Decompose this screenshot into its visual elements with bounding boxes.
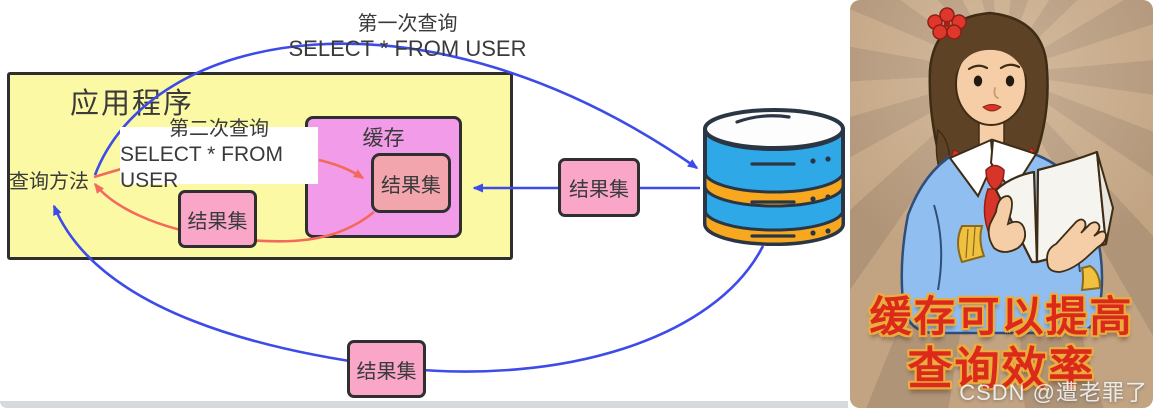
cuff-left: [957, 225, 986, 264]
database-icon: [703, 108, 845, 246]
cuff-left-ribs: [965, 226, 976, 259]
cache-result-set-box: 结果集: [371, 153, 451, 213]
first-query-line2: SELECT * FROM USER: [288, 36, 527, 61]
second-query-line1: 第二次查询: [169, 117, 269, 140]
poster-panel: 缓存可以提高 查询效率 CSDN @遭老罪了: [850, 0, 1153, 408]
bottom-result-set-label: 结果集: [356, 360, 417, 383]
cuff-right: [1080, 264, 1102, 292]
girl-bangs: [955, 36, 1027, 76]
jacket-fold-left: [933, 204, 943, 291]
second-query-box: 第二次查询 SELECT * FROM USER: [120, 118, 318, 192]
scarf-knot: [985, 164, 1005, 191]
app-result-set-box: 结果集: [178, 190, 257, 248]
girl-eye-right: [1005, 75, 1015, 87]
book-left-page: [994, 170, 1039, 264]
girl-eyebrow-left: [967, 64, 989, 71]
hand-left: [987, 195, 1027, 253]
poster-caption-line2: 查询效率: [907, 342, 1096, 394]
middle-result-set-label: 结果集: [569, 179, 629, 201]
girl-lips: [982, 104, 1002, 112]
application-title: 应用程序: [70, 88, 195, 120]
middle-result-set-box: 结果集: [558, 158, 640, 217]
query-method-label: 查询方法: [9, 171, 89, 193]
hand-right: [1046, 218, 1107, 273]
second-query-arrow: [318, 158, 365, 180]
book-back-cover: [1096, 151, 1115, 245]
csdn-watermark: CSDN @遭老罪了: [959, 380, 1148, 405]
first-query-arrow: [93, 42, 699, 176]
girl-nose: [993, 87, 999, 99]
second-query-line2: SELECT * FROM USER: [120, 142, 283, 192]
bottom-result-set-box: 结果集: [347, 340, 426, 398]
app-result-set-label: 结果集: [187, 210, 248, 233]
hair-flower-icon: [927, 7, 967, 40]
poster-caption-line1: 缓存可以提高: [869, 293, 1134, 340]
first-query-line1: 第一次查询: [357, 13, 458, 35]
second-query-line: [93, 167, 122, 179]
poster-illustration-girl-reading: [900, 7, 1115, 335]
girl-eye-left: [973, 75, 983, 87]
window-bottom-edge: [0, 401, 848, 408]
cache-title: 缓存: [362, 127, 405, 150]
girl-eyebrow-right: [999, 63, 1021, 70]
poster-caption: 缓存可以提高 查询效率: [850, 292, 1153, 395]
diagram-arrows: [52, 42, 845, 373]
first-query-label: 第一次查询 SELECT * FROM USER: [285, 12, 530, 62]
cache-result-set-label: 结果集: [381, 174, 441, 197]
